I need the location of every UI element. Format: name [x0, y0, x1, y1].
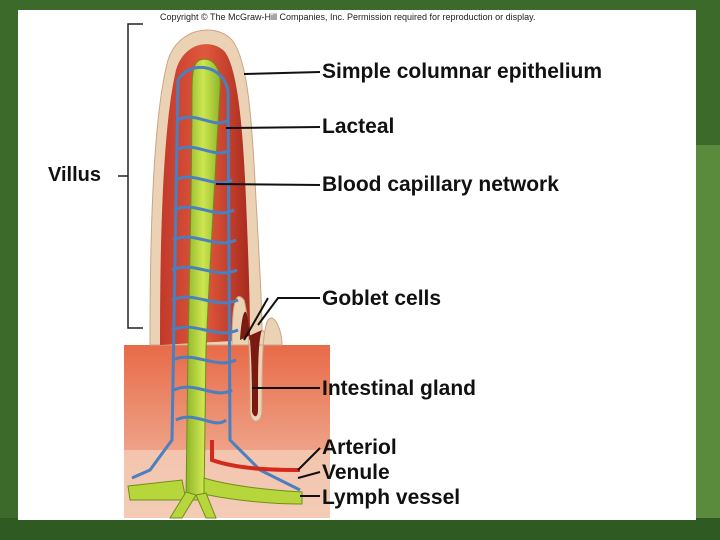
arteriole-vessel: [210, 440, 301, 472]
label-lacteal: Lacteal: [322, 115, 395, 138]
leader-lines: [215, 71, 321, 497]
label-villus: Villus: [48, 164, 101, 186]
slide-bottom-strip: [0, 518, 720, 540]
lymph-branch-2: [195, 492, 217, 519]
copyright-notice: Copyright © The McGraw-Hill Companies, I…: [160, 12, 536, 22]
villus-bracket: [118, 23, 143, 329]
label-blood-capillary-network: Blood capillary network: [322, 173, 559, 196]
lacteal-vessel: [185, 58, 221, 501]
label-venule: Venule: [322, 461, 390, 484]
label-arteriol: Arteriol: [322, 436, 397, 459]
capillary-network: [131, 65, 301, 492]
label-goblet-cells: Goblet cells: [322, 287, 442, 310]
label-lymph-vessel: Lymph vessel: [322, 486, 461, 509]
label-simple-columnar-epithelium: Simple columnar epithelium: [322, 60, 603, 83]
gland-lumen: [240, 311, 262, 417]
label-intestinal-gland: Intestinal gland: [322, 377, 477, 400]
lymph-branch: [169, 491, 197, 519]
lymph-vessel-right: [203, 477, 303, 505]
